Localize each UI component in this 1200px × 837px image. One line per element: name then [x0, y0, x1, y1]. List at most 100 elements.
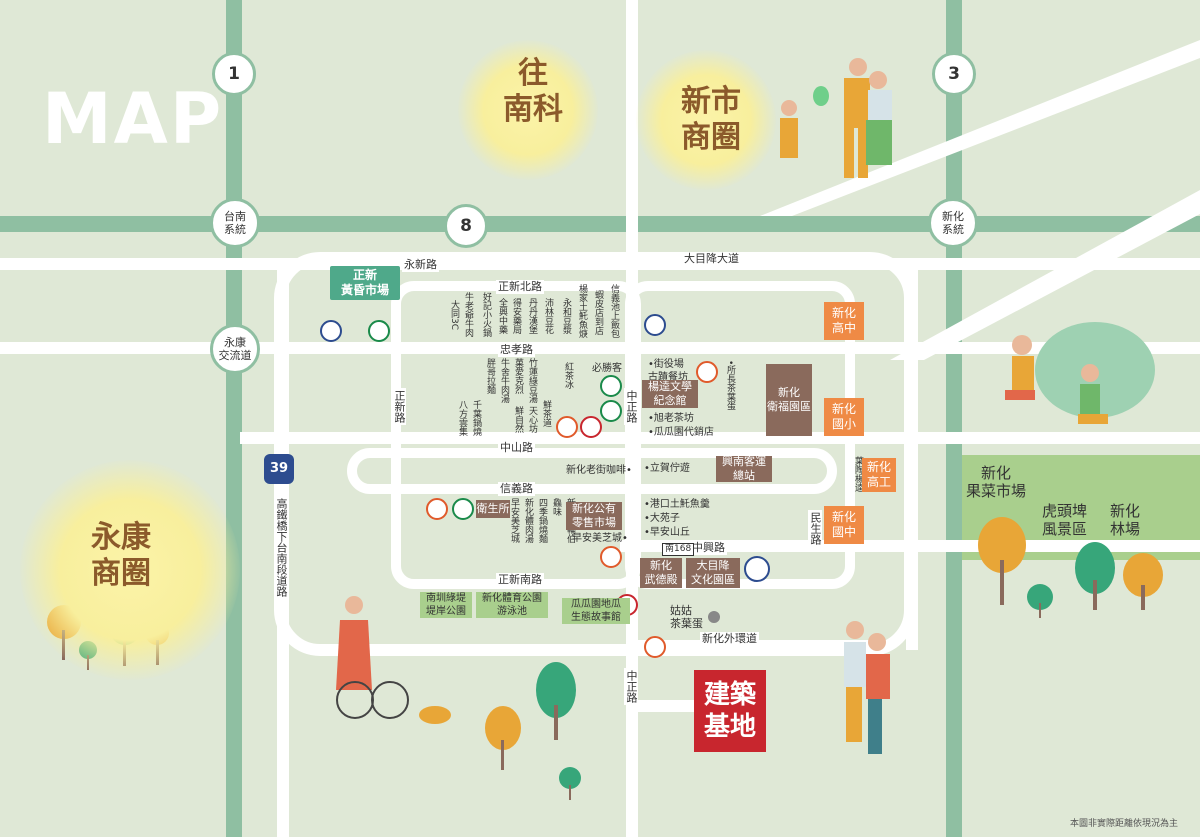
seven-eleven-icon-2 — [426, 498, 448, 520]
road-label-outer-ring: 新化外環道 — [700, 632, 759, 646]
road-label-zhongxiao: 忠孝路 — [498, 343, 535, 357]
seven-eleven-icon-4 — [644, 636, 666, 658]
highway-1 — [226, 0, 242, 837]
label-bikeshike: 必勝客 — [592, 363, 622, 374]
label-zaoan-meizhi: 早安美芝城• — [572, 533, 628, 544]
label-suoyeh: •所長茶葉蛋 — [725, 360, 735, 411]
shop-0: 大同3C — [449, 300, 459, 331]
road-label-minsheng: 民生路 — [808, 510, 822, 547]
highway-3-badge: 3 — [932, 52, 976, 96]
interchange-yongkang: 永康 交流道 — [210, 324, 260, 374]
road-label-yongxin: 永新路 — [402, 258, 439, 272]
area-xinshi: 新市 商圈 — [681, 84, 741, 155]
road-label-zhongzheng-2: 中正路 — [624, 668, 638, 705]
highway-3 — [946, 0, 962, 837]
school-elementary: 新化 國小 — [824, 398, 864, 436]
interchange-xinhua: 新化 系統 — [928, 198, 978, 248]
shop-8: 楊家土魠魚焿 — [577, 284, 587, 338]
road-label-zhongshan: 中山路 — [498, 441, 535, 455]
school-vocational: 新化 高工 — [862, 458, 896, 492]
starbucks-icon-1 — [600, 375, 622, 397]
label-dayuanzi: •大苑子 — [644, 513, 680, 524]
carrefour-icon-1 — [320, 320, 342, 342]
school-junior-high: 新化 國中 — [824, 506, 864, 544]
people-top — [780, 58, 892, 178]
road-zhongxiao — [0, 342, 1200, 354]
label-hongchabing: 紅茶冰 — [563, 362, 573, 389]
road-minsheng — [906, 258, 918, 650]
hilife-icon-1 — [580, 416, 602, 438]
familymart-icon-2 — [452, 498, 474, 520]
road-label-gaotie: 高鐵橋下台南段道路 — [274, 496, 288, 599]
road-zhongshan-east — [960, 432, 1200, 444]
landmark-yang-kui: 楊逵文學 紀念館 — [642, 380, 698, 408]
road-label-zhengxin: 正新路 — [392, 388, 406, 425]
map-title: MAP — [42, 78, 224, 160]
landmark-gugu-egg: 姑姑 茶葉蛋 — [670, 604, 703, 630]
label-gangkou: •港口土魠魚羹 — [644, 499, 710, 510]
seven-eleven-icon-3 — [600, 546, 622, 568]
fruit-market: 新化 果菜市場 — [966, 464, 1027, 500]
label-lizhi: •立賀佇遊 — [644, 463, 690, 474]
school-high: 新化 高中 — [824, 302, 864, 340]
glow-south-tech — [458, 40, 598, 180]
park-gym: 新化體育公園 游泳池 — [476, 592, 548, 618]
people-bike — [336, 596, 451, 724]
map-note: 本圖非實際距離依現況為主 — [1070, 819, 1179, 829]
shop-6: 沛林豆花 — [543, 298, 553, 334]
label-xulao: •旭老茶坊 — [648, 413, 694, 424]
building-site: 建築 基地 — [694, 670, 766, 752]
shop-7: 永和豆漿 — [561, 298, 571, 334]
interchange-tainan: 台南 系統 — [210, 198, 260, 248]
shop-2: 好記小火鍋 — [481, 292, 491, 337]
label-zaoan-shanqiu: •早安山丘 — [644, 527, 690, 538]
label-jieyi: •街役場 古蹟餐坊 — [648, 359, 688, 383]
shop-south-0: 早安美芝城 — [509, 498, 519, 543]
shop-3: 全興中藥 — [497, 298, 507, 334]
shop-mid-7: 天心坊 — [527, 406, 537, 433]
shop-9: 蝦皮店到店 — [593, 290, 603, 335]
road-label-zhengxin-north: 正新北路 — [496, 280, 544, 294]
diagonal-road-east — [890, 190, 1200, 360]
shop-south-1: 新化體肉湯 — [523, 498, 533, 543]
inner-ring-mid — [347, 448, 837, 494]
shop-4: 得安藥局 — [511, 298, 521, 334]
tea-shop-icon — [696, 361, 718, 383]
label-yelu: 葉陶楊逵 — [853, 456, 863, 492]
shop-mid-8: 鮮茶道 — [541, 400, 551, 427]
landmark-bus-station: 興南客運 總站 — [716, 455, 772, 482]
road-label-zhongzheng-1: 中正路 — [624, 388, 638, 425]
landmark-damujiang: 大目降 文化園區 — [686, 558, 740, 588]
gugu-pin-icon — [708, 611, 720, 623]
road-label-nan168: 南168 — [662, 543, 695, 556]
label-xinhua-coffee: 新化老街咖啡• — [566, 465, 632, 476]
park-gua-gua: 瓜瓜園地瓜 生態故事館 — [562, 598, 630, 624]
seven-eleven-icon-1 — [556, 416, 578, 438]
landmark-welfare: 新化 衛福園區 — [766, 364, 812, 436]
shop-mid-2: 胖哥拉麵 — [485, 358, 495, 394]
starbucks-icon-2 — [600, 400, 622, 422]
shop-mid-6: 鮮自然 — [513, 406, 523, 433]
dusk-market: 正新 黃昏市場 — [330, 266, 400, 300]
road-label-xinyi: 信義路 — [498, 482, 535, 496]
shop-mid-5: 竹蓮綠豆湯 — [527, 358, 537, 403]
shop-mid-4: 菓愛克烈 — [513, 358, 523, 394]
park-nanzhen: 南圳綠堤 堤岸公園 — [420, 592, 472, 618]
road-label-zhongxing: 中興路 — [690, 541, 727, 555]
shop-10: 信義池上飯包 — [609, 284, 619, 338]
shop-mid-3: 牛舍牛肉湯 — [499, 358, 509, 403]
tree-group-east — [978, 517, 1163, 618]
area-yongkang: 永康 商圈 — [91, 520, 151, 591]
shop-5: 丹丹漢堡 — [527, 298, 537, 334]
road-label-damu: 大目降大道 — [682, 252, 741, 266]
shop-south-3: 鱻味 — [551, 498, 561, 516]
tree-group-center — [485, 662, 581, 800]
landmark-martial: 新化 武德殿 — [640, 558, 682, 588]
diagonal-road-north — [760, 40, 1200, 216]
hutoupi-area: 虎頭埤 風景區 — [1042, 502, 1088, 538]
glow-xinshi — [636, 50, 776, 190]
landmark-retail-market: 新化公有 零售市場 — [566, 502, 622, 530]
xinhua-forest: 新化 林場 — [1110, 502, 1141, 538]
label-guagua-store: •瓜瓜園代銷店 — [648, 427, 714, 438]
shop-1: 牛老爺牛肉 — [463, 292, 473, 337]
